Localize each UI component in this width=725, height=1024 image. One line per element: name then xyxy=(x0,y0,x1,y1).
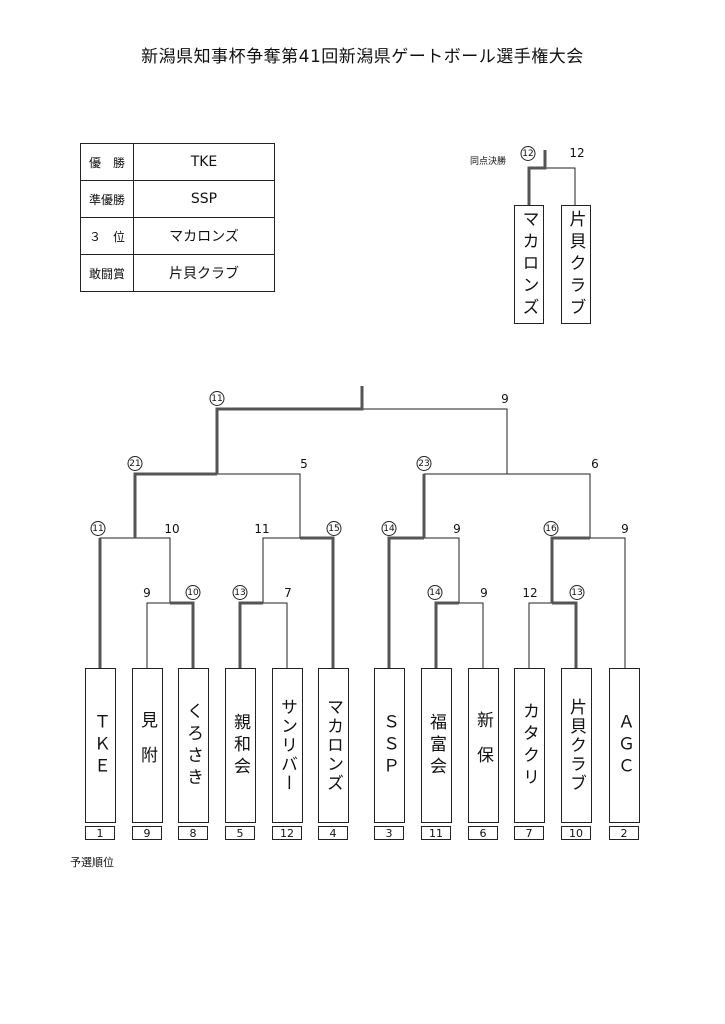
rank-box: 2 xyxy=(609,826,639,840)
team-name: 片貝クラブ xyxy=(566,698,586,793)
score-label: 9 xyxy=(480,586,488,600)
rank-box: 3 xyxy=(374,826,404,840)
score-label: 12 xyxy=(522,586,538,600)
rank-box: 10 xyxy=(561,826,591,840)
team-box: 親和会 xyxy=(225,668,256,823)
page-title: 新潟県知事杯争奪第41回新潟県ゲートボール選手権大会 xyxy=(141,47,584,67)
results-row-winner: 優 勝 TKE xyxy=(80,143,275,181)
score-circle: 15 xyxy=(326,521,342,536)
team-name: ＴＫＥ xyxy=(90,712,110,779)
score-label: 9 xyxy=(621,522,629,536)
score-label: 9 xyxy=(453,522,461,536)
score-circle: 13 xyxy=(232,585,248,600)
score-label: 10 xyxy=(164,522,180,536)
team-box: 見附 xyxy=(132,668,163,823)
score-circle: 14 xyxy=(427,585,443,600)
results-row-third: ３ 位 マカロンズ xyxy=(80,217,275,255)
team-box: 新保 xyxy=(468,668,499,823)
tiebreak-team-box: マカロンズ xyxy=(514,205,544,324)
score-circle: 10 xyxy=(185,585,201,600)
team-box: ＴＫＥ xyxy=(85,668,116,823)
team-box: ＡＧＣ xyxy=(609,668,640,823)
score-label: 7 xyxy=(284,586,292,600)
results-value: 片貝クラブ xyxy=(133,254,275,292)
team-box: マカロンズ xyxy=(318,668,349,823)
team-name: ＡＧＣ xyxy=(614,712,634,779)
score-circle: 12 xyxy=(520,146,536,161)
score-circle: 21 xyxy=(127,456,143,471)
results-label: 優 勝 xyxy=(80,143,134,181)
tiebreak-label: 同点決勝 xyxy=(470,157,507,167)
score-circle: 11 xyxy=(90,521,106,536)
team-box: ＳＳＰ xyxy=(374,668,405,823)
score-label: 11 xyxy=(254,522,270,536)
team-name: カタクリ xyxy=(519,701,539,790)
score-label: 6 xyxy=(591,457,599,471)
team-name: 新保 xyxy=(473,710,493,781)
team-name: くろさき xyxy=(183,701,203,790)
team-name: マカロンズ xyxy=(323,698,343,793)
tiebreak-team-box: 片貝クラブ xyxy=(561,205,591,324)
rank-box: 8 xyxy=(178,826,208,840)
results-row-runner-up: 準優勝 SSP xyxy=(80,180,275,218)
team-name: 親和会 xyxy=(230,712,250,779)
rank-box: 6 xyxy=(468,826,498,840)
results-value: SSP xyxy=(133,180,275,218)
team-box: くろさき xyxy=(178,668,209,823)
team-box: 片貝クラブ xyxy=(561,668,592,823)
rank-box: 9 xyxy=(132,826,162,840)
rank-box: 11 xyxy=(421,826,451,840)
rank-box: 7 xyxy=(514,826,544,840)
score-label: 9 xyxy=(501,392,509,406)
score-circle: 11 xyxy=(209,391,225,406)
score-circle: 16 xyxy=(543,521,559,536)
rank-box: 4 xyxy=(318,826,348,840)
results-value: TKE xyxy=(133,143,275,181)
team-name: マカロンズ xyxy=(518,209,539,320)
footer-note: 予選順位 xyxy=(70,856,114,869)
rank-box: 1 xyxy=(85,826,115,840)
score-label: 5 xyxy=(300,457,308,471)
results-label: 準優勝 xyxy=(80,180,134,218)
team-name: 片貝クラブ xyxy=(565,209,586,320)
score-circle: 14 xyxy=(381,521,397,536)
team-box: カタクリ xyxy=(514,668,545,823)
results-row-fighting-spirit: 敢闘賞 片貝クラブ xyxy=(80,254,275,292)
results-table: 優 勝 TKE 準優勝 SSP ３ 位 マカロンズ 敢闘賞 片貝クラブ xyxy=(80,143,275,292)
score-circle: 23 xyxy=(416,456,432,471)
score-circle: 13 xyxy=(569,585,585,600)
rank-box: 5 xyxy=(225,826,255,840)
team-name: サンリバー xyxy=(277,698,297,793)
score-label: 9 xyxy=(143,586,151,600)
rank-box: 12 xyxy=(272,826,302,840)
team-name: ＳＳＰ xyxy=(379,712,399,779)
score-label: 12 xyxy=(569,146,585,160)
team-box: 福富会 xyxy=(421,668,452,823)
team-name: 見附 xyxy=(137,710,157,781)
team-box: サンリバー xyxy=(272,668,303,823)
results-label: 敢闘賞 xyxy=(80,254,134,292)
team-name: 福富会 xyxy=(426,712,446,779)
